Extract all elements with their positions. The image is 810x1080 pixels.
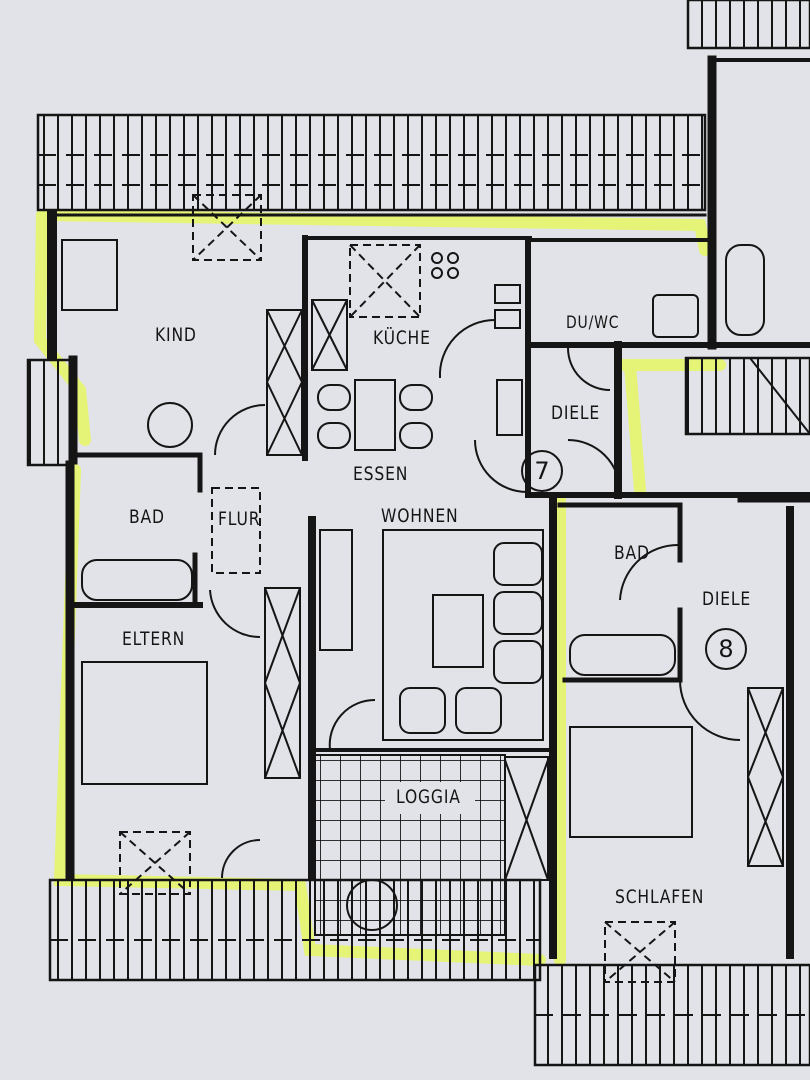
room-label-wohnen: WOHNEN <box>381 505 459 527</box>
room-label-flur: FLUR <box>218 508 261 530</box>
walls <box>47 55 810 959</box>
unit-number-badge-7: 7 <box>521 450 563 492</box>
room-label-bad-7: BAD <box>129 506 165 528</box>
room-label-diele-7: DIELE <box>551 402 601 424</box>
room-label-du-wc: DU/WC <box>566 313 620 333</box>
room-label-schlafen: SCHLAFEN <box>615 886 705 908</box>
room-label-bad-8: BAD <box>614 542 650 564</box>
room-label-kind: KIND <box>155 324 197 346</box>
room-label-essen: ESSEN <box>353 463 409 485</box>
unit-number-8: 8 <box>718 635 734 663</box>
room-label-diele-8: DIELE <box>702 588 752 610</box>
balcony-top <box>36 113 707 212</box>
room-label-loggia: LOGGIA <box>396 786 461 808</box>
room-label-eltern: ELTERN <box>122 628 186 650</box>
unit-number-7: 7 <box>534 457 550 485</box>
room-label-kueche: KÜCHE <box>373 327 431 349</box>
unit-number-badge-8: 8 <box>705 628 747 670</box>
